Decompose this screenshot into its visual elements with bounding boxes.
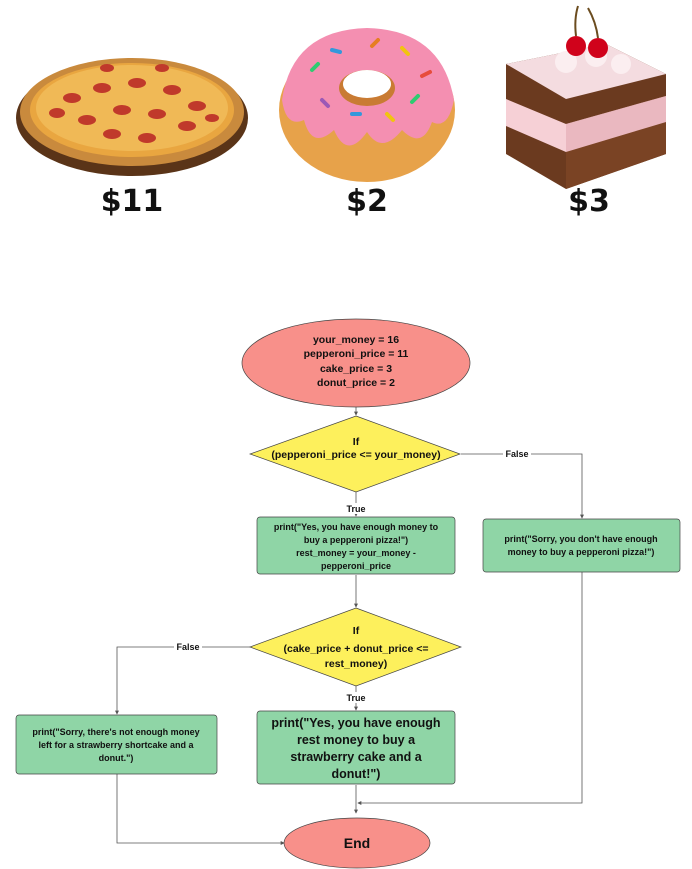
svg-text:donut!"): donut!") (332, 767, 381, 781)
svg-text:print("Sorry, you don't have e: print("Sorry, you don't have enough (504, 534, 657, 544)
decision-node-2-text: If (cake_price + donut_price <= rest_mon… (283, 625, 428, 670)
svg-text:pepperoni_price = 11: pepperoni_price = 11 (304, 348, 409, 360)
svg-text:rest_money = your_money -: rest_money = your_money - (296, 548, 416, 558)
pizza-price: $11 (100, 184, 164, 219)
svg-text:left for a strawberry shortcak: left for a strawberry shortcake and a (38, 740, 194, 750)
svg-text:print("Yes, you have enough: print("Yes, you have enough (271, 716, 440, 730)
edge-no2-end (116, 774, 285, 845)
process-no-1-text: print("Sorry, you don't have enough mone… (504, 534, 657, 557)
svg-text:strawberry cake and a: strawberry cake and a (290, 750, 422, 764)
svg-text:donut."): donut.") (99, 753, 134, 763)
process-yes-1-text: print("Yes, you have enough money to buy… (274, 522, 439, 571)
svg-text:(pepperoni_price <= your_money: (pepperoni_price <= your_money) (271, 449, 440, 461)
donut-image (279, 28, 455, 182)
svg-text:rest_money): rest_money) (325, 658, 387, 670)
svg-text:rest money to buy a: rest money to buy a (297, 733, 416, 747)
svg-text:print("Yes, you have enough mo: print("Yes, you have enough money to (274, 522, 439, 532)
start-node (241, 318, 471, 408)
decision-node-2 (248, 607, 463, 687)
process-no-2 (15, 714, 218, 775)
svg-text:cake_price = 3: cake_price = 3 (320, 363, 392, 375)
cake-price: $3 (568, 184, 610, 219)
pizza-image (16, 58, 248, 176)
label-true-2: True (346, 693, 365, 703)
svg-text:donut_price = 2: donut_price = 2 (317, 377, 395, 389)
edge-decision2-no (115, 646, 250, 715)
label-false-2: False (176, 642, 199, 652)
svg-text:money to buy a pepperoni pizza: money to buy a pepperoni pizza!") (508, 547, 655, 557)
process-no-2-text: print("Sorry, there's not enough money l… (32, 727, 199, 763)
edge-no1-end (357, 572, 583, 805)
svg-text:your_money = 16: your_money = 16 (313, 334, 399, 346)
svg-text:(cake_price + donut_price <=: (cake_price + donut_price <= (283, 643, 428, 655)
donut-price: $2 (346, 184, 388, 219)
svg-text:pepperoni_price: pepperoni_price (321, 561, 391, 571)
edge-decision1-no (461, 453, 584, 519)
end-node-text: End (344, 835, 370, 851)
label-true-1: True (346, 504, 365, 514)
svg-text:buy a pepperoni pizza!"): buy a pepperoni pizza!") (304, 535, 408, 545)
label-false-1: False (505, 449, 528, 459)
process-yes-2 (256, 710, 456, 785)
start-node-text: your_money = 16 pepperoni_price = 11 cak… (304, 334, 409, 389)
decision-node-1-text: If (pepperoni_price <= your_money) (271, 436, 440, 461)
cake-image (506, 5, 666, 189)
end-node (283, 817, 431, 869)
svg-text:If: If (353, 625, 360, 637)
process-yes-1 (256, 516, 456, 575)
svg-text:If: If (353, 436, 360, 448)
decision-node-1 (248, 415, 462, 493)
process-yes-2-text: print("Yes, you have enough rest money t… (271, 716, 440, 781)
svg-text:print("Sorry, there's not enou: print("Sorry, there's not enough money (32, 727, 199, 737)
process-no-1 (482, 518, 681, 573)
